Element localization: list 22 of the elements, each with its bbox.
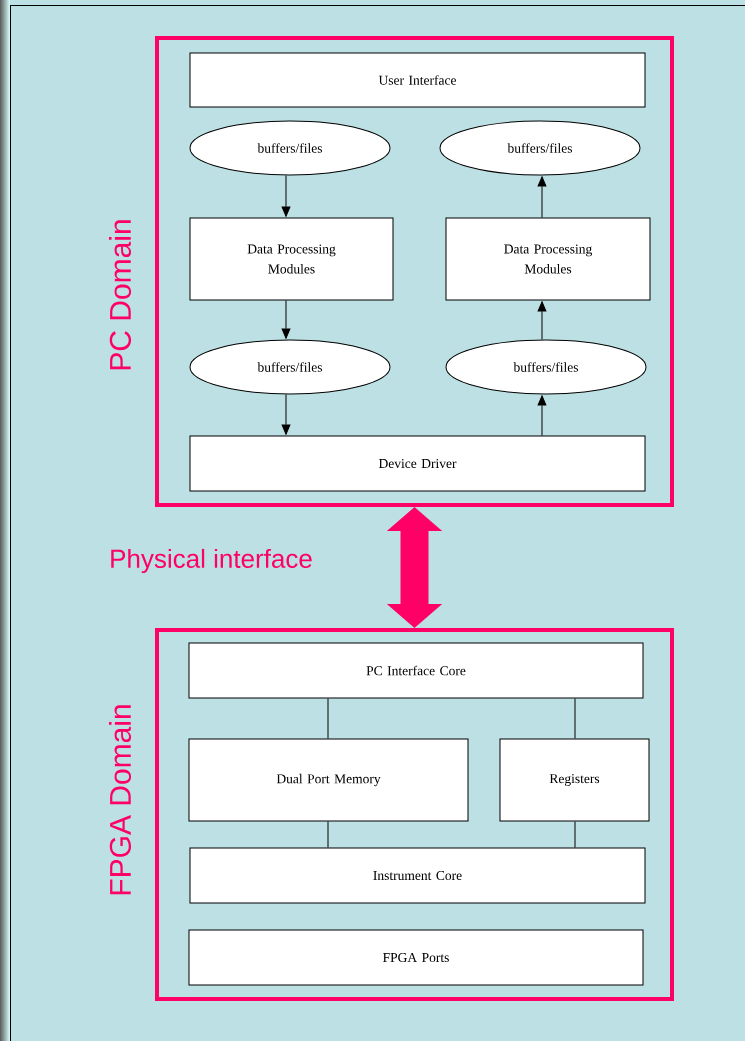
arrow [281,175,291,217]
connector-line [574,821,576,848]
process-box: Dual Port Memory [188,738,469,822]
process-box: FPGA Ports [188,929,644,986]
process-box: User Interface [189,52,646,108]
process-box: Instrument Core [189,847,646,904]
process-box: Registers [499,738,650,822]
connector-line [327,698,329,739]
process-box: Data Processing Modules [445,217,651,301]
node-label: PC Domain [108,220,132,370]
process-box: Data Processing Modules [189,217,394,301]
arrow [537,301,547,340]
node-label: FPGA Domain [108,705,132,895]
edge-label: Physical interface [111,548,312,574]
process-box: PC Interface Core [188,642,644,699]
process-box: Device Driver [189,435,646,492]
arrow [537,176,547,218]
arrow [281,394,291,435]
arrow [281,300,291,339]
connector-line [574,698,576,739]
arrow [537,395,547,436]
connector-line [327,821,329,848]
